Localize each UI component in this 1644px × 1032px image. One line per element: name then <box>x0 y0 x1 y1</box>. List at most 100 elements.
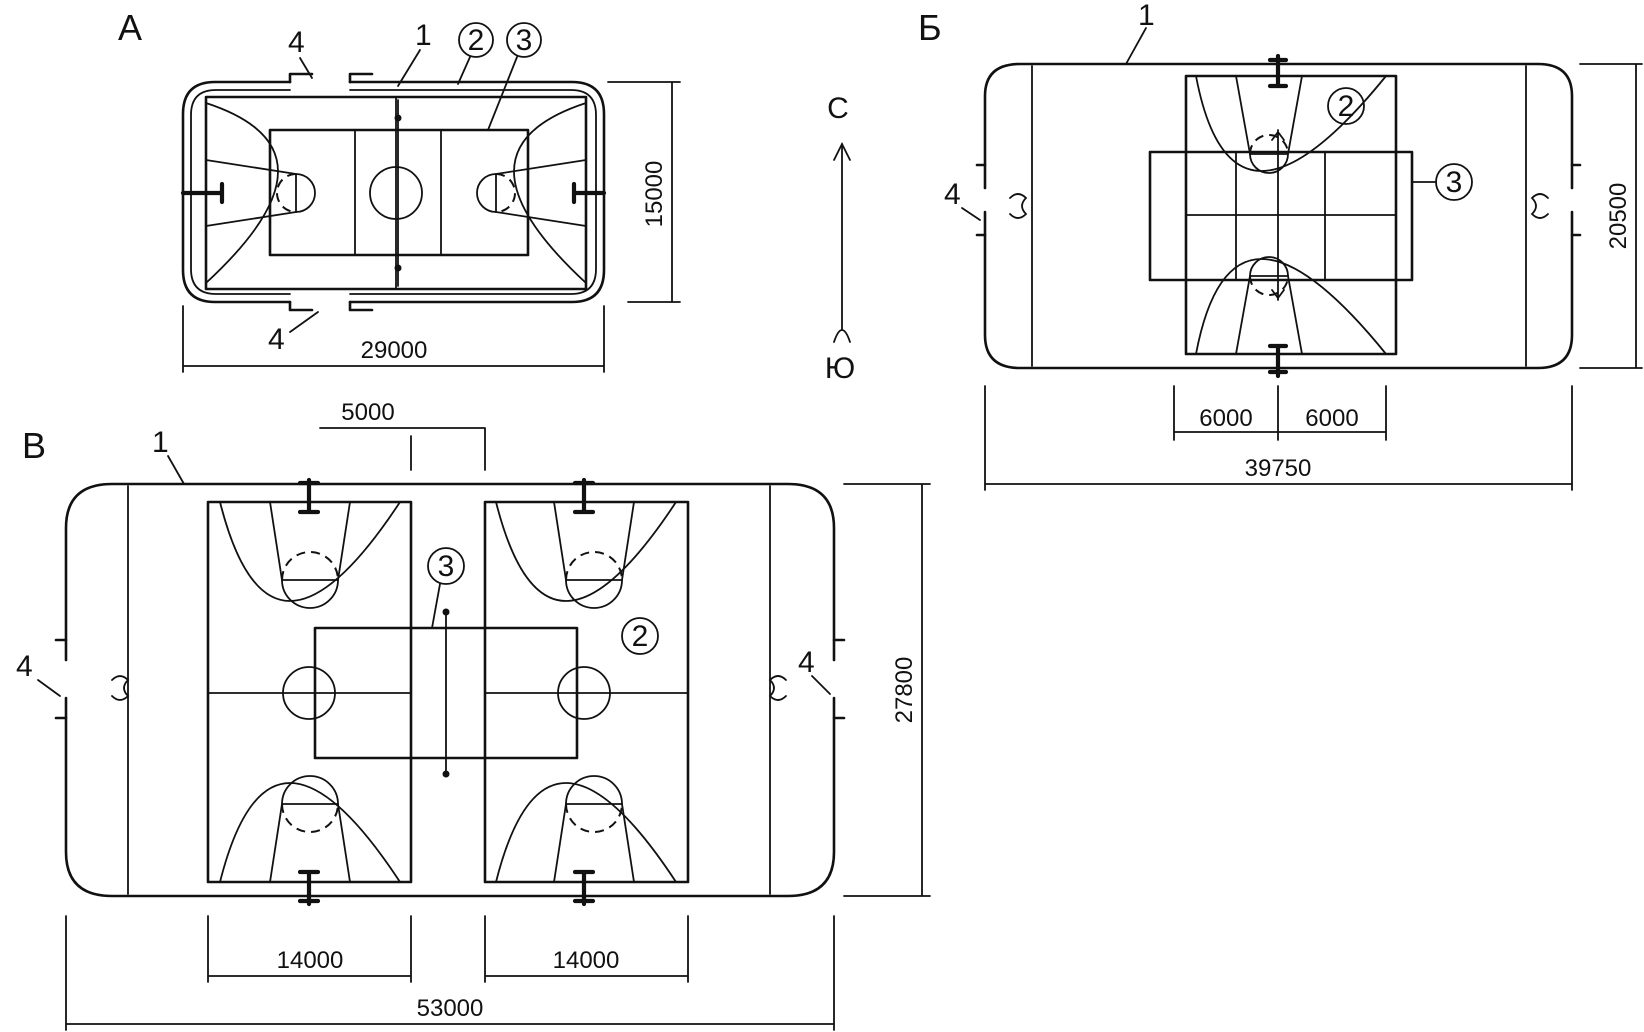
figure-a: А 4 1 2 <box>118 7 681 373</box>
figure-v-dim-length: 53000 <box>417 995 484 1022</box>
figure-a-title: А <box>118 7 142 48</box>
figure-b-dim-sub-lines <box>1173 385 1387 441</box>
figure-b-gate-west <box>975 163 987 237</box>
figure-b-leader-1 <box>1125 27 1147 65</box>
figure-b-leader-4 <box>961 207 981 221</box>
figure-v-label-3: 3 <box>438 550 455 583</box>
compass-arrow-head <box>833 141 851 161</box>
figure-v-right-basketball-court <box>483 500 690 884</box>
figure-b-net-arrow-bottom <box>1271 289 1285 300</box>
figure-v-right-top-key <box>553 501 635 581</box>
figure-v-leader-1 <box>167 455 185 485</box>
figure-v-leader-3 <box>431 583 441 629</box>
figure-v-dim-width: 27800 <box>891 657 918 724</box>
compass-south-label: Ю <box>825 352 855 385</box>
figure-a-left-ft-circle-dashed <box>276 173 297 213</box>
figure-a-center-circle <box>369 166 423 220</box>
figure-v-left-top-three-point <box>219 501 401 602</box>
figure-b-dim-width-line <box>1579 63 1643 369</box>
figure-v-callout-3 <box>427 547 465 585</box>
figure-a-basket-right <box>571 181 607 205</box>
figure-b-top-ft-circle <box>1249 153 1289 174</box>
figure-a-label-4-top: 4 <box>288 26 305 59</box>
figure-b-label-2: 2 <box>1338 90 1355 123</box>
figure-a-dim-width: 15000 <box>641 161 668 228</box>
figure-b-dim-left: 6000 <box>1199 405 1252 432</box>
figure-a-left-ft-circle <box>295 173 316 213</box>
figure-a-basket-left <box>180 181 225 205</box>
figure-a-enclosure-inner <box>190 89 597 295</box>
figure-a-label-3: 3 <box>516 24 533 57</box>
figure-v-left-bottom-ft-dashed <box>281 803 339 833</box>
figure-b-bench-east <box>1530 193 1549 219</box>
figure-b-top-key <box>1235 75 1303 155</box>
figure-v-basket-right-bottom <box>572 869 596 907</box>
figure-a-leader-1 <box>397 49 421 87</box>
figure-v-enclosure <box>64 482 836 898</box>
figure-b-bottom-three-point <box>1195 258 1387 355</box>
figure-b-top-ft-circle-dashed <box>1249 134 1289 155</box>
figure-v-right-top-ft <box>565 579 623 609</box>
figure-a-dim-length: 29000 <box>361 337 428 364</box>
figure-a-leader-4-top <box>299 57 313 79</box>
figure-v: В <box>16 399 931 1031</box>
figure-v-label-1: 1 <box>152 426 169 459</box>
figure-b-basket-bottom <box>1267 343 1289 379</box>
figure-a-callout-3 <box>506 22 542 58</box>
figure-v-dim-length-line <box>65 915 835 1031</box>
figure-v-title: В <box>22 425 46 466</box>
figure-v-left-bottom-three-point <box>219 782 401 883</box>
figure-a-label-4-bottom: 4 <box>268 323 285 356</box>
figure-a-leader-2 <box>457 56 471 85</box>
figure-v-right-bottom-three-point <box>495 782 677 883</box>
figure-v-leader-4-east <box>811 675 831 695</box>
figure-a-dim-width-line <box>607 81 681 303</box>
figure-a-net-post-bottom <box>394 264 402 272</box>
figure-b-label-4: 4 <box>944 178 961 211</box>
figure-a-net-post-top <box>394 114 402 122</box>
figure-b-volleyball-court <box>1148 150 1414 282</box>
figure-v-right-bottom-ft <box>565 775 623 805</box>
figure-v-right-center-circle <box>557 666 611 720</box>
figure-v-label-4-west: 4 <box>16 650 33 683</box>
figure-b-label-3: 3 <box>1446 166 1463 199</box>
figure-b-top-three-point <box>1195 75 1387 172</box>
figure-v-left-basketball-court <box>206 500 413 884</box>
figure-b-callout-2 <box>1327 87 1365 125</box>
figure-v-left-bottom-key <box>269 803 351 883</box>
figure-b-bench-west <box>1009 193 1028 219</box>
figure-v-dim-gap: 5000 <box>341 399 394 426</box>
figure-a-volleyball-court <box>268 128 530 257</box>
figure-b: Б 1 2 3 <box>918 0 1643 491</box>
figure-v-basket-left-top <box>297 477 321 515</box>
figure-v-right-bottom-ft-dashed <box>565 803 623 833</box>
compass: С Ю <box>825 92 855 385</box>
figure-b-basket-top <box>1267 53 1289 89</box>
figure-v-right-top-ft-dashed <box>565 551 623 581</box>
compass-tail <box>833 329 851 343</box>
figure-a-right-key <box>495 159 587 227</box>
figure-b-gate-east <box>1570 163 1582 237</box>
figure-v-basket-right-top <box>572 477 596 515</box>
figure-b-dim-right: 6000 <box>1305 405 1358 432</box>
figure-b-bottom-ft-circle-dashed <box>1249 275 1289 296</box>
figure-a-label-1: 1 <box>415 19 432 52</box>
figure-v-callout-2 <box>621 617 659 655</box>
figure-v-label-4-east: 4 <box>798 646 815 679</box>
figure-b-net-arrow-top <box>1271 130 1285 141</box>
figure-v-left-bottom-ft <box>281 775 339 805</box>
figure-a-right-ft-circle-dashed <box>495 173 516 213</box>
figure-v-label-2: 2 <box>632 620 649 653</box>
figure-b-dim-length-line <box>984 385 1573 491</box>
figure-v-net-post-bottom <box>442 770 450 778</box>
figure-b-label-1: 1 <box>1138 0 1155 32</box>
figure-v-dim-right: 14000 <box>553 947 620 974</box>
figure-v-left-center-circle <box>282 666 336 720</box>
figure-v-left-top-key <box>269 501 351 581</box>
figure-b-title: Б <box>918 7 942 48</box>
figure-b-dim-length: 39750 <box>1245 455 1312 482</box>
figure-a-leader-3 <box>487 56 518 131</box>
figure-v-basket-left-bottom <box>297 869 321 907</box>
figure-v-leader-4-west <box>37 679 61 697</box>
figure-a-callout-2 <box>458 22 494 58</box>
